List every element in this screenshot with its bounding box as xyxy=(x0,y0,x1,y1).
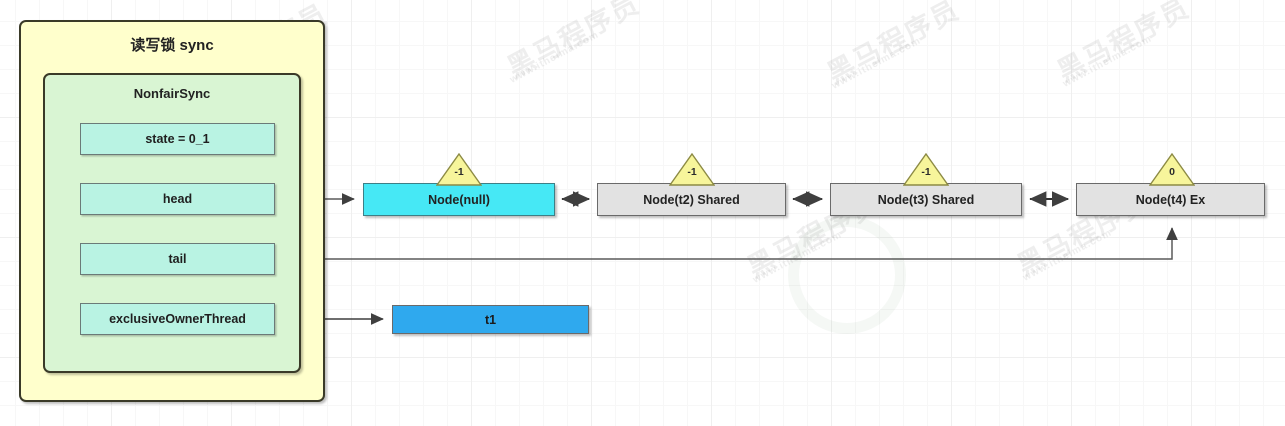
owner-field-label: exclusiveOwnerThread xyxy=(109,312,246,326)
tail-field-label: tail xyxy=(168,252,187,266)
waitstatus-node-t2-label: -1 xyxy=(687,166,697,178)
node-t4-ex[interactable]: Node(t4) Ex xyxy=(1076,183,1265,216)
watermark-text: www.itheima.com xyxy=(508,29,601,86)
state-field[interactable]: state = 0_1 xyxy=(80,123,275,155)
state-field-label: state = 0_1 xyxy=(145,132,210,146)
waitstatus-node-t4: 0 xyxy=(1148,152,1196,186)
tail-connector xyxy=(275,227,1178,260)
node-t2-shared[interactable]: Node(t2) Shared xyxy=(597,183,786,216)
watermark-text: 黑马程序员 xyxy=(1052,0,1195,87)
head-field-label: head xyxy=(162,192,193,206)
node-t2-shared-label: Node(t2) Shared xyxy=(643,192,740,207)
waitstatus-node-null-label: -1 xyxy=(454,166,464,178)
tail-field[interactable]: tail xyxy=(80,243,275,275)
thread-t1[interactable]: t1 xyxy=(392,305,589,334)
node-t4-ex-label: Node(t4) Ex xyxy=(1135,192,1206,207)
nonfairsync-title: NonfairSync xyxy=(133,86,211,101)
watermark-text: www.itheima.com xyxy=(830,35,923,92)
node-null-label: Node(null) xyxy=(428,192,490,207)
node-null[interactable]: Node(null) xyxy=(363,183,555,216)
node-t3-shared[interactable]: Node(t3) Shared xyxy=(830,183,1022,216)
watermark-text: www.itheima.com xyxy=(1021,227,1114,284)
sync-title: 读写锁 sync xyxy=(130,37,214,54)
waitstatus-node-t4-label: 0 xyxy=(1169,166,1175,178)
waitstatus-node-t3-label: -1 xyxy=(921,166,931,178)
watermark-ring xyxy=(788,216,906,334)
waitstatus-node-t2: -1 xyxy=(668,152,716,186)
thread-t1-label: t1 xyxy=(484,312,497,327)
owner-field[interactable]: exclusiveOwnerThread xyxy=(80,303,275,335)
waitstatus-node-null: -1 xyxy=(435,152,483,186)
watermark-text: 黑马程序员 xyxy=(822,0,965,89)
watermark-text: www.itheima.com xyxy=(751,229,844,286)
waitstatus-node-t3: -1 xyxy=(902,152,950,186)
head-field[interactable]: head xyxy=(80,183,275,215)
node-t3-shared-label: Node(t3) Shared xyxy=(877,192,975,207)
watermark-text: 黑马程序员 xyxy=(502,0,645,83)
watermark-text: www.itheima.com xyxy=(1061,33,1154,90)
